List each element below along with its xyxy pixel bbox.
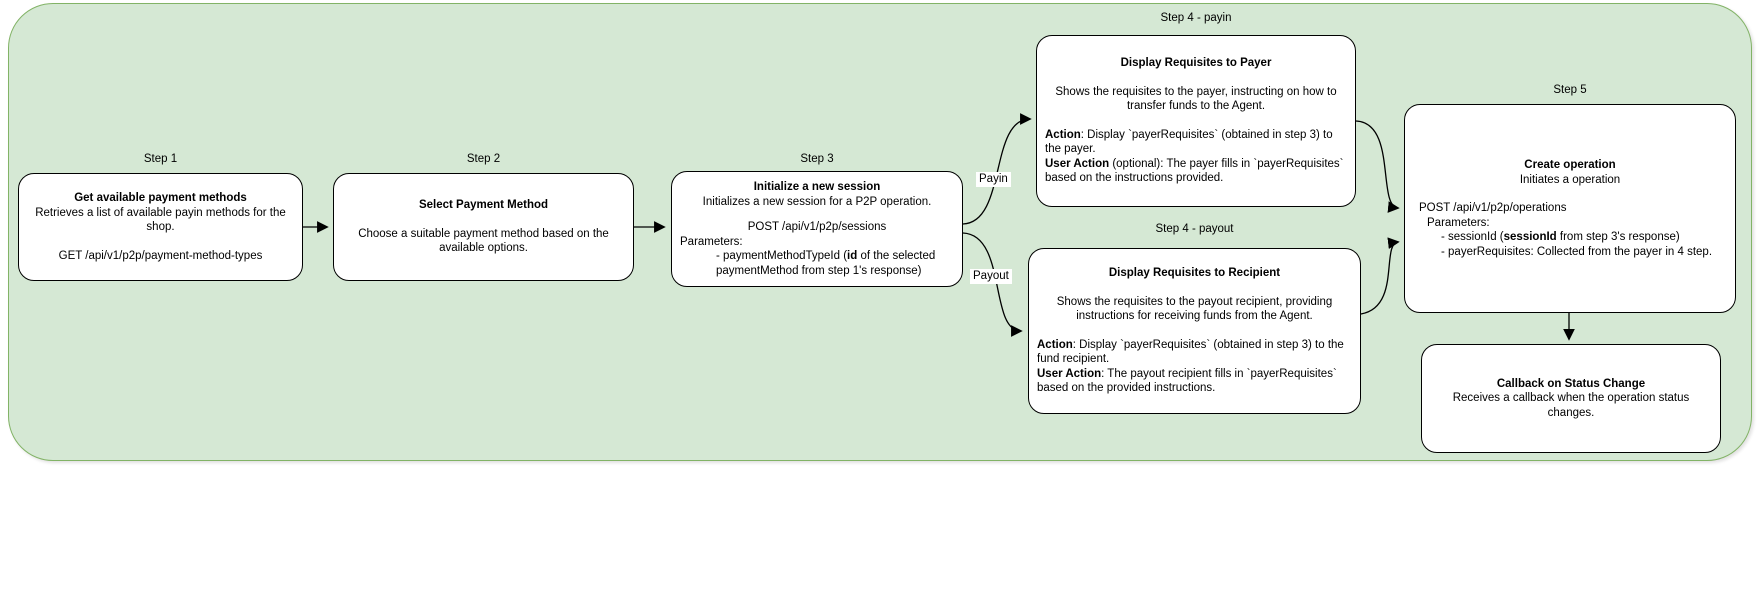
arrow-payin-to-step5 [1355,120,1400,213]
node-step4-payout: Display Requisites to Recipient Shows th… [1028,248,1361,414]
spacer [680,209,954,220]
text-run: - paymentMethodTypeId ( [716,250,848,262]
text-run: : Display `payerRequisites` (obtained in… [1037,338,1344,366]
spacer [1045,114,1347,128]
node-step3-title: Initialize a new session [753,181,881,193]
node-step5-endpoint: POST /api/v1/p2p/operations [1419,202,1567,214]
node-step5-param1: - sessionId (sessionId from step 3's res… [1413,230,1727,245]
node-step5: Create operation Initiates a operation P… [1404,104,1736,313]
node-payin-action: Action: Display `payerRequisites` (obtai… [1045,128,1347,157]
text-run-bold: sessionId [1503,231,1557,243]
node-step1-endpoint: GET /api/v1/p2p/payment-method-types [58,249,263,262]
flow-background: Step 1 Step 2 Step 3 Step 4 - payin Step… [8,3,1752,461]
spacer [27,235,294,249]
node-payout-title: Display Requisites to Recipient [1108,267,1281,280]
edge-label-payin: Payin [976,172,1011,187]
spacer [1037,324,1352,338]
text-run-bold: Action [1037,338,1073,351]
edge-label-payout: Payout [970,269,1012,284]
text-run: (optional): The payer fills in `payerReq… [1045,157,1344,185]
text-run-bold: User Action [1045,157,1110,170]
node-payin-user-action: User Action (optional): The payer fills … [1045,157,1347,186]
node-step3-endpoint: POST /api/v1/p2p/sessions [747,221,887,233]
text-run-bold: id [847,250,858,262]
label-step5: Step 5 [1553,84,1587,96]
node-payin-desc: Shows the requisites to the payer, instr… [1055,85,1337,113]
node-step4-payin: Display Requisites to Payer Shows the re… [1036,35,1356,207]
node-step2-title: Select Payment Method [418,199,549,212]
node-step1-title: Get available payment methods [74,192,247,204]
arrow-payout-to-step5 [1360,237,1400,315]
node-callback: Callback on Status Change Receives a cal… [1421,344,1721,453]
text-run: of the selected paymentMethod from step … [716,250,936,277]
spacer [1413,187,1727,201]
spacer [342,213,625,227]
label-step3: Step 3 [800,153,834,165]
node-step3: Initialize a new session Initializes a n… [671,171,963,287]
node-step5-title: Create operation [1524,159,1616,171]
node-step3-desc: Initializes a new session for a P2P oper… [702,195,932,208]
node-step2-desc: Choose a suitable payment method based o… [358,227,609,255]
node-step1: Get available payment methods Retrieves … [18,173,303,281]
node-step5-subtitle: Initiates a operation [1519,173,1621,186]
node-callback-title: Callback on Status Change [1496,377,1646,390]
node-payout-desc: Shows the requisites to the payout recip… [1056,295,1333,323]
node-step5-params-label: Parameters: [1427,216,1490,229]
node-payout-user-action: User Action: The payout recipient fills … [1037,367,1352,396]
text-run: : The payout recipient fills in `payerRe… [1037,367,1337,395]
label-step2: Step 2 [466,153,501,165]
text-run: from step 3's response) [1556,231,1680,243]
node-step1-desc: Retrieves a list of available payin meth… [35,206,286,234]
node-callback-desc: Receives a callback when the operation s… [1452,392,1690,419]
node-step3-param1: - paymentMethodTypeId (id of the selecte… [680,249,954,278]
text-run-bold: User Action [1037,367,1102,380]
label-step1: Step 1 [143,153,178,165]
node-step5-param2: - payerRequisites: Collected from the pa… [1441,245,1713,258]
label-step4-payin: Step 4 - payin [1160,12,1232,24]
spacer [1045,71,1347,85]
node-step3-params-label: Parameters: [680,235,743,248]
text-run: : Display `payerRequisites` (obtained in… [1045,128,1333,156]
node-payin-title: Display Requisites to Payer [1120,57,1272,70]
label-step4-payout: Step 4 - payout [1155,223,1234,235]
text-run: - sessionId ( [1441,231,1504,243]
spacer [1037,281,1352,295]
text-run-bold: Action [1045,128,1081,141]
node-step2: Select Payment Method Choose a suitable … [333,173,634,281]
node-payout-action: Action: Display `payerRequisites` (obtai… [1037,338,1352,367]
